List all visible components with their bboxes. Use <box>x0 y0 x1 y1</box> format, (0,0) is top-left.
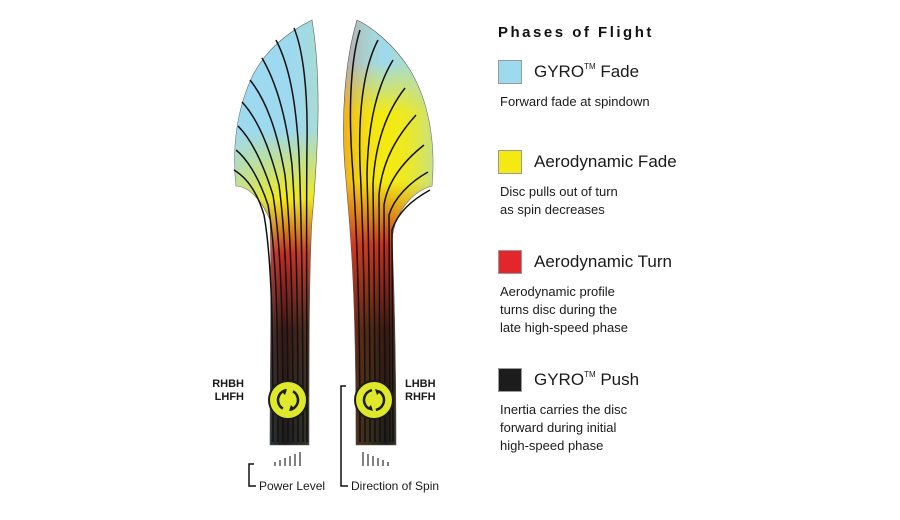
left-flight-lines <box>233 27 308 443</box>
right-flight-lines <box>349 29 431 443</box>
left-line-2 <box>235 149 279 443</box>
right-line-4 <box>372 87 406 443</box>
right-line-1 <box>349 29 361 443</box>
left-line-4 <box>241 101 289 443</box>
direction-of-spin-icon <box>362 452 389 466</box>
left-flight-shape <box>233 19 319 446</box>
right-line-8 <box>391 189 431 443</box>
left-line-3 <box>237 125 284 443</box>
left-line-6 <box>261 57 299 443</box>
right-flight-shade <box>343 20 434 445</box>
left-disc-icon <box>268 380 308 420</box>
left-throw-label-1: RHBH <box>212 378 244 390</box>
left-line-1 <box>233 169 274 443</box>
gyro-fade-swatch <box>498 60 522 84</box>
power-level-icon <box>274 452 301 466</box>
left-line-7 <box>275 39 304 443</box>
left-throw-label-2: LHFH <box>215 391 244 403</box>
left-line-5 <box>249 79 294 443</box>
gyro-fade-label: GYROTM Fade <box>534 62 640 81</box>
right-throw-label-2: RHFH <box>405 391 436 403</box>
gyro-push-label: GYROTM Push <box>534 370 640 389</box>
gyro-push-swatch <box>498 368 522 392</box>
gyro-push-description: Inertia carries the disc forward during … <box>500 402 628 453</box>
right-line-3 <box>366 59 394 443</box>
right-line-5 <box>378 114 417 443</box>
aerodynamic-fade-description: Disc pulls out of turn as spin decreases <box>500 184 618 217</box>
legend-title: Phases of Flight <box>498 24 654 41</box>
aerodynamic-turn-swatch <box>498 250 522 274</box>
right-line-2 <box>358 39 379 443</box>
power-level-bracket <box>248 463 256 487</box>
left-line-8 <box>293 27 308 443</box>
aerodynamic-turn-label: Aerodynamic Turn <box>534 252 672 271</box>
power-level-label: Power Level <box>259 479 325 493</box>
gyro-fade-description: Forward fade at spindown <box>500 94 650 109</box>
aerodynamic-fade-swatch <box>498 150 522 174</box>
right-disc-icon <box>354 380 394 420</box>
aerodynamic-fade-label: Aerodynamic Fade <box>534 152 677 171</box>
right-line-7 <box>388 171 429 443</box>
direction-of-spin-bracket <box>340 385 348 487</box>
right-throw-label-1: LHBH <box>405 378 436 390</box>
aerodynamic-turn-description: Aerodynamic profile turns disc during th… <box>500 284 628 335</box>
right-line-6 <box>383 144 425 443</box>
direction-of-spin-label: Direction of Spin <box>351 479 439 493</box>
right-flight-shape <box>343 19 434 446</box>
